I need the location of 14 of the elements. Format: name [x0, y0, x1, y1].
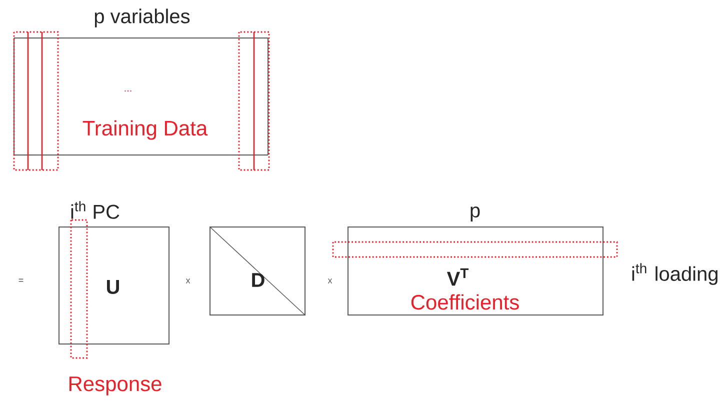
matrix-label: Training Data [82, 120, 208, 140]
matrix-label: Coefficients [411, 294, 519, 310]
ellipsis-text: ... [124, 90, 132, 92]
heading-text: p variables [94, 8, 190, 28]
matrix-symbol: U [107, 280, 119, 294]
multiplication-sign: x [186, 278, 190, 284]
matrix-symbol: V$^{T}$ [446, 268, 469, 286]
row-label: i$^{th}$ loading [632, 263, 718, 285]
matrix-symbol: D [252, 273, 264, 287]
column-label: i$^{th}$ PC [71, 201, 120, 219]
dimension-label: p [470, 206, 480, 222]
multiplication-sign: x [328, 278, 332, 284]
equals-sign: = [18, 278, 24, 282]
response-label: Response [69, 376, 162, 396]
